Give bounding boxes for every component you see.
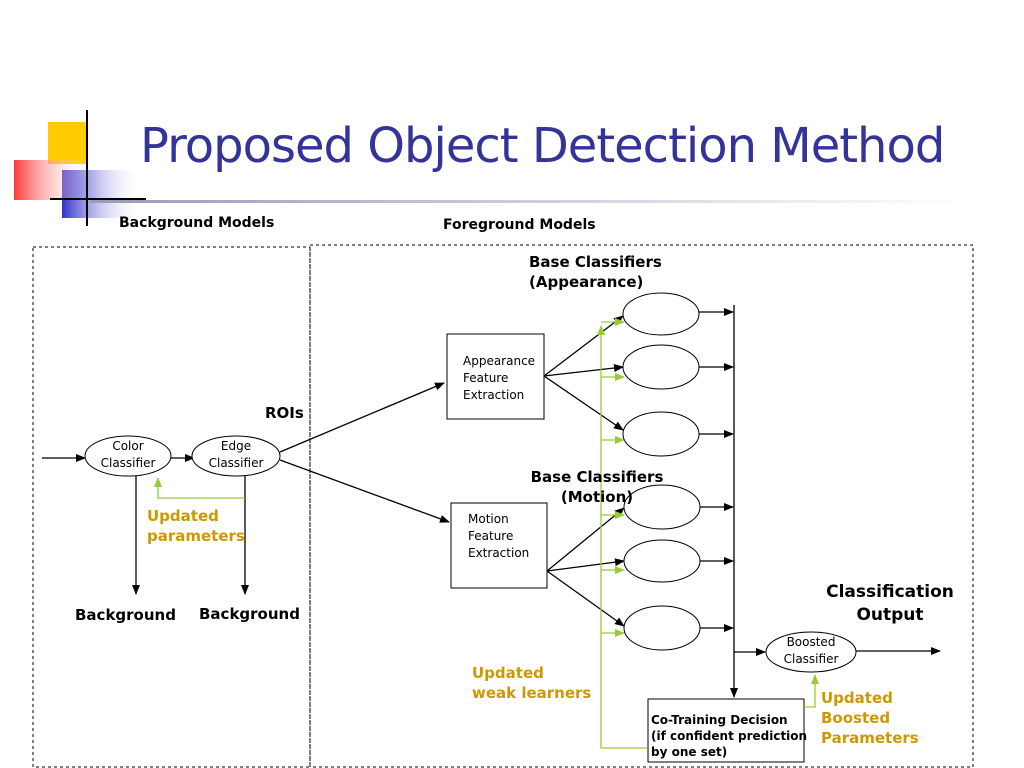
corner-logo: [14, 110, 146, 226]
appearance-feature-box: [446, 333, 545, 420]
co-training-box: [647, 698, 805, 763]
base-classifier-appearance-3: [622, 411, 700, 457]
appearance-to-base1-arrow: [543, 315, 624, 377]
weak-learner-feedback-line: [597, 325, 647, 749]
boosted-classifier-label: Boosted Classifier: [783, 635, 839, 666]
appearance-feature-label: Appearance Feature Extraction: [463, 354, 536, 402]
updated-boosted-feedback: [804, 674, 819, 708]
base-classifier-motion-3: [623, 605, 701, 651]
base-classifier-appearance-1: [622, 292, 700, 336]
boosted-classifier-shape: [765, 631, 857, 673]
color-classifier-label: Color Classifier: [100, 439, 156, 470]
appearance-to-base3-arrow: [543, 375, 624, 431]
motion-to-base2-arrow: [546, 558, 625, 572]
motion-to-base3-arrow: [546, 570, 625, 627]
background-left-label: Background: [75, 606, 176, 624]
foreground-models-heading: Foreground Models: [443, 217, 596, 233]
motion-to-base1-arrow: [546, 507, 625, 572]
edge-classifier-label: Edge Classifier: [208, 439, 264, 470]
title-underline: [90, 200, 970, 203]
edge-classifier-shape: [191, 435, 281, 477]
foreground-models-box: [309, 244, 974, 768]
appearance-to-base2-arrow: [543, 364, 624, 377]
roi-to-motion-arrow: [279, 459, 450, 523]
motion-feature-box: [450, 502, 548, 589]
updated-parameters-label: Updated parameters: [147, 507, 245, 545]
updated-weak-learners-label: Updated weak learners: [472, 664, 592, 702]
base-classifiers-motion-label: Base Classifiers (Motion): [530, 468, 664, 506]
base-classifiers-appearance-label: Base Classifiers (Appearance): [529, 253, 662, 291]
updated-boosted-parameters-label: Updated Boosted Parameters: [821, 689, 919, 747]
base-classifier-motion-2: [623, 539, 701, 583]
updated-parameters-feedback: [154, 477, 245, 499]
roi-to-appearance-arrow: [279, 382, 445, 453]
background-right-label: Background: [199, 605, 300, 623]
background-models-heading: Background Models: [119, 215, 275, 231]
slide-title: Proposed Object Detection Method: [140, 118, 945, 174]
rois-label: ROIs: [265, 404, 304, 422]
classification-output-label: Classification Output: [826, 582, 954, 625]
motion-feature-label: Motion Feature Extraction: [468, 512, 530, 560]
color-classifier-shape: [84, 435, 172, 477]
base-classifier-appearance-2: [622, 344, 700, 390]
co-training-label: Co-Training Decision (if confident predi…: [651, 713, 808, 759]
